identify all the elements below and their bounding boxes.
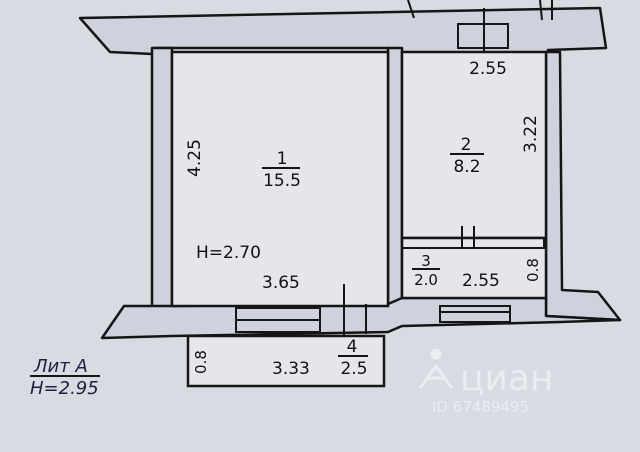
room-2-label: 2 8.2 [450, 135, 484, 177]
right-wall [544, 50, 622, 322]
top-door-line-2 [539, 0, 543, 21]
room-3-label: 3 2.0 [412, 252, 440, 289]
room-1-number: 1 [277, 149, 288, 169]
top-door-line [407, 0, 415, 19]
bottom-window-right [439, 305, 511, 323]
watermark: циан ID 67489495 [418, 348, 554, 416]
room-2 [400, 50, 548, 240]
middle-wall [386, 46, 404, 308]
room-4-area: 2.5 [340, 359, 367, 379]
room-1-ceiling: H=2.70 [196, 243, 261, 263]
room-1-height-dim: 4.25 [185, 139, 205, 177]
watermark-id: ID 67489495 [432, 398, 529, 416]
room-1-label: 1 15.5 [262, 149, 301, 191]
room-2-area: 8.2 [453, 157, 480, 177]
room-3-width-dim: 2.55 [462, 271, 500, 291]
room-4-number: 4 [347, 337, 358, 357]
room-3-area: 2.0 [414, 271, 438, 289]
legend-height: H=2.95 [30, 378, 99, 399]
room-3-number: 3 [421, 252, 431, 270]
room-3-height-dim: 0.8 [524, 258, 542, 282]
legend-lit: Лит А [33, 356, 88, 377]
room-4 [186, 334, 386, 388]
room-4-label: 4 2.5 [338, 337, 368, 379]
left-wall [150, 46, 174, 310]
room-2-height-dim: 3.22 [521, 115, 541, 153]
watermark-logo-icon [418, 348, 454, 389]
room-1-width-dim: 3.65 [262, 273, 300, 293]
room-2-number: 2 [461, 135, 472, 155]
room-1-area: 15.5 [263, 171, 301, 191]
room-1 [170, 50, 390, 308]
watermark-brand: циан [460, 358, 554, 399]
room-2-top-dim: 2.55 [469, 59, 507, 79]
room-4-width-dim: 3.33 [272, 359, 310, 379]
room-4-height-dim: 0.8 [192, 350, 210, 374]
